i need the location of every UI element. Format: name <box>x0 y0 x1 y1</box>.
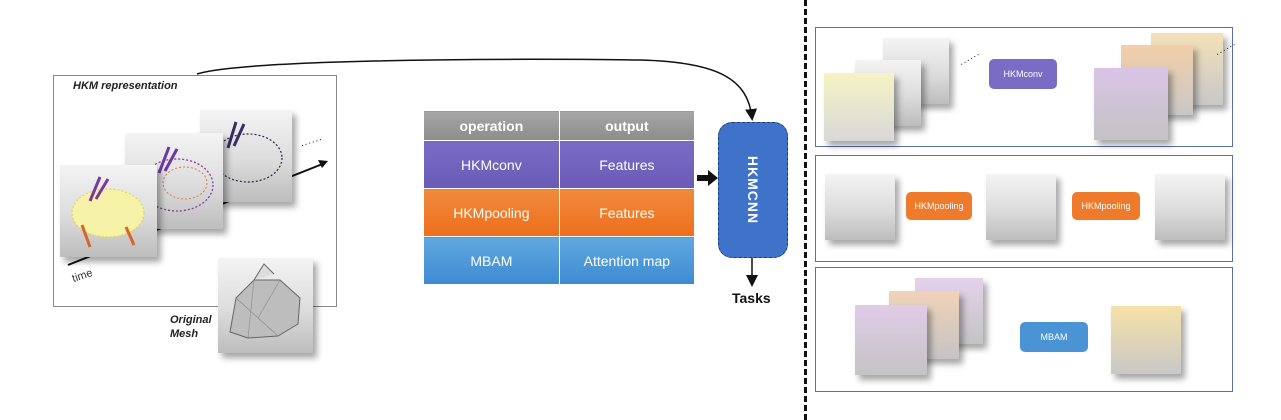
mesh-level-2 <box>1155 174 1225 240</box>
operations-table: operation output HKMconv Features HKMpoo… <box>423 110 696 285</box>
mesh-level-1 <box>986 174 1056 240</box>
hkmconv-panel: ...... HKMconv ...... <box>815 27 1238 147</box>
header-output: output <box>558 110 696 141</box>
hkmpooling-op-button-2: HKMpooling <box>1072 192 1140 220</box>
header-operation: operation <box>423 110 560 141</box>
mbam-panel: MBAM <box>815 267 1233 392</box>
hkmcnn-label: HKMCNN <box>745 155 761 225</box>
mbam-op-button: MBAM <box>1020 322 1088 352</box>
hkmconv-op-button: HKMconv <box>989 59 1057 89</box>
original-mesh-card <box>218 258 313 353</box>
bunny-wireframe-icon <box>213 121 283 183</box>
table-row: HKMpooling Features <box>423 188 696 237</box>
table-row: MBAM Attention map <box>423 236 696 285</box>
hkm-representation-panel <box>53 75 337 307</box>
cell-operation: MBAM <box>423 236 560 285</box>
cell-operation: HKMpooling <box>423 188 560 237</box>
original-mesh-label-line1: Original <box>170 314 212 326</box>
output-frame-1 <box>1094 68 1168 140</box>
original-mesh-label-line2: Mesh <box>170 328 199 340</box>
cell-operation: HKMconv <box>423 140 560 189</box>
cell-output: Features <box>558 188 696 237</box>
table-row: HKMconv Features <box>423 140 696 189</box>
attention-input-1 <box>855 305 927 375</box>
hkm-frame-1 <box>60 165 157 257</box>
cell-output: Attention map <box>558 236 696 285</box>
bunny-mesh-icon <box>229 263 301 339</box>
input-frame-1 <box>824 73 894 141</box>
hkmcnn-block: HKMCNN <box>718 122 788 258</box>
attention-map-output <box>1111 306 1181 374</box>
cell-output: Features <box>558 140 696 189</box>
bunny-wireframe-icon <box>71 176 145 248</box>
hkm-representation-title: HKM representation <box>73 80 178 92</box>
tasks-label: Tasks <box>732 290 771 306</box>
hkmpooling-panel: HKMpooling HKMpooling <box>815 155 1233 262</box>
hkmpooling-op-button-1: HKMpooling <box>906 192 972 220</box>
ellipsis: ...... <box>956 47 982 68</box>
section-divider <box>804 0 807 420</box>
mesh-level-0 <box>825 174 895 240</box>
original-mesh-label: Original Mesh <box>170 313 212 341</box>
table-header-row: operation output <box>423 110 696 141</box>
